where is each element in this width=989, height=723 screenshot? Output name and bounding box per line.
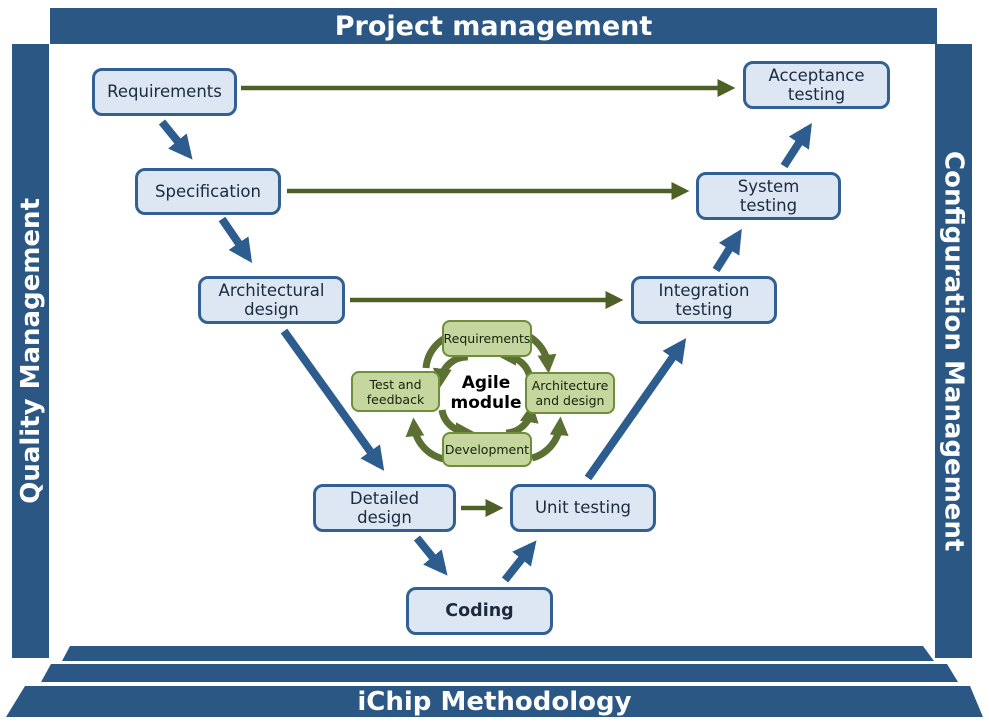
arrow-detailed-to-coding — [413, 535, 448, 576]
configuration-management-banner: Configuration Management — [935, 44, 972, 658]
arrow-unit-to-integration — [584, 338, 687, 481]
architectural-design-box: Architectural design — [198, 276, 345, 324]
arrow-integration-to-system — [712, 228, 742, 273]
integration-testing-box: Integration testing — [631, 276, 777, 324]
agile-development-box: Development — [442, 432, 532, 467]
agile-module-title: Agile module — [450, 373, 522, 413]
specification-box: Specification — [135, 168, 281, 215]
detailed-design-box: Detailed design — [313, 484, 456, 532]
arrow-specification-to-architectural — [218, 216, 253, 263]
agile-test-feedback-box: Test and feedback — [351, 371, 440, 412]
arrow-system-to-acceptance — [780, 122, 812, 169]
agile-arc-inner-nw — [432, 353, 469, 388]
ichip-methodology-banner: iChip Methodology — [6, 686, 983, 717]
arrow-coding-to-unit — [501, 540, 537, 583]
agile-arc-inner-sw — [438, 409, 475, 442]
arrow-architectural-to-detailed — [280, 328, 385, 471]
arrow-requirements-to-specification — [158, 119, 193, 160]
acceptance-testing-box: Acceptance testing — [743, 61, 890, 109]
coding-box: Coding — [406, 587, 553, 635]
requirements-box: Requirements — [92, 68, 237, 116]
unit-testing-box: Unit testing — [510, 484, 656, 532]
system-testing-box: System testing — [696, 172, 841, 220]
agile-requirements-box: Requirements — [442, 320, 532, 357]
configuration-management-label: Configuration Management — [938, 150, 969, 552]
pedestal-bar-middle — [41, 664, 958, 682]
project-management-banner: Project management — [50, 8, 937, 44]
quality-management-banner: Quality Management — [12, 44, 49, 658]
pedestal-bar-top — [62, 646, 934, 661]
agile-arc-outer-sw — [405, 417, 445, 463]
agile-architecture-design-box: Architecture and design — [525, 372, 615, 414]
agile-arc-outer-se — [530, 416, 569, 462]
